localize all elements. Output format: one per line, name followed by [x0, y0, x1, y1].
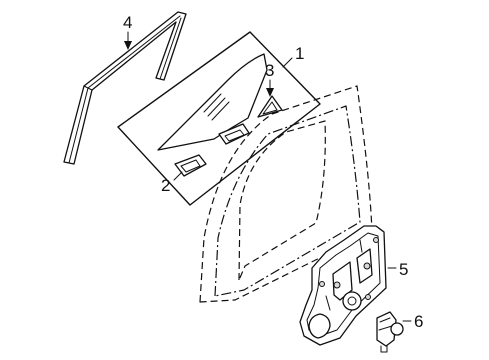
motor-part-6	[376, 311, 404, 353]
callout-5: 5	[399, 260, 408, 279]
glass-frame-outline	[117, 31, 321, 206]
regulator-part-5	[299, 225, 387, 346]
callout-2: 2	[161, 176, 170, 195]
callout-3: 3	[265, 61, 274, 80]
door-glass-part-1	[157, 53, 268, 151]
glass-bracket-upper	[218, 123, 250, 145]
callout-6: 6	[414, 312, 423, 331]
door-outline-phantom	[199, 85, 373, 303]
quarter-glass-part-3	[257, 95, 283, 118]
callout-1: 1	[295, 44, 304, 63]
callout-4: 4	[123, 13, 132, 32]
run-channel-part-4	[63, 11, 187, 165]
glass-bracket-lower	[174, 154, 207, 177]
leader-lines	[124, 31, 412, 322]
